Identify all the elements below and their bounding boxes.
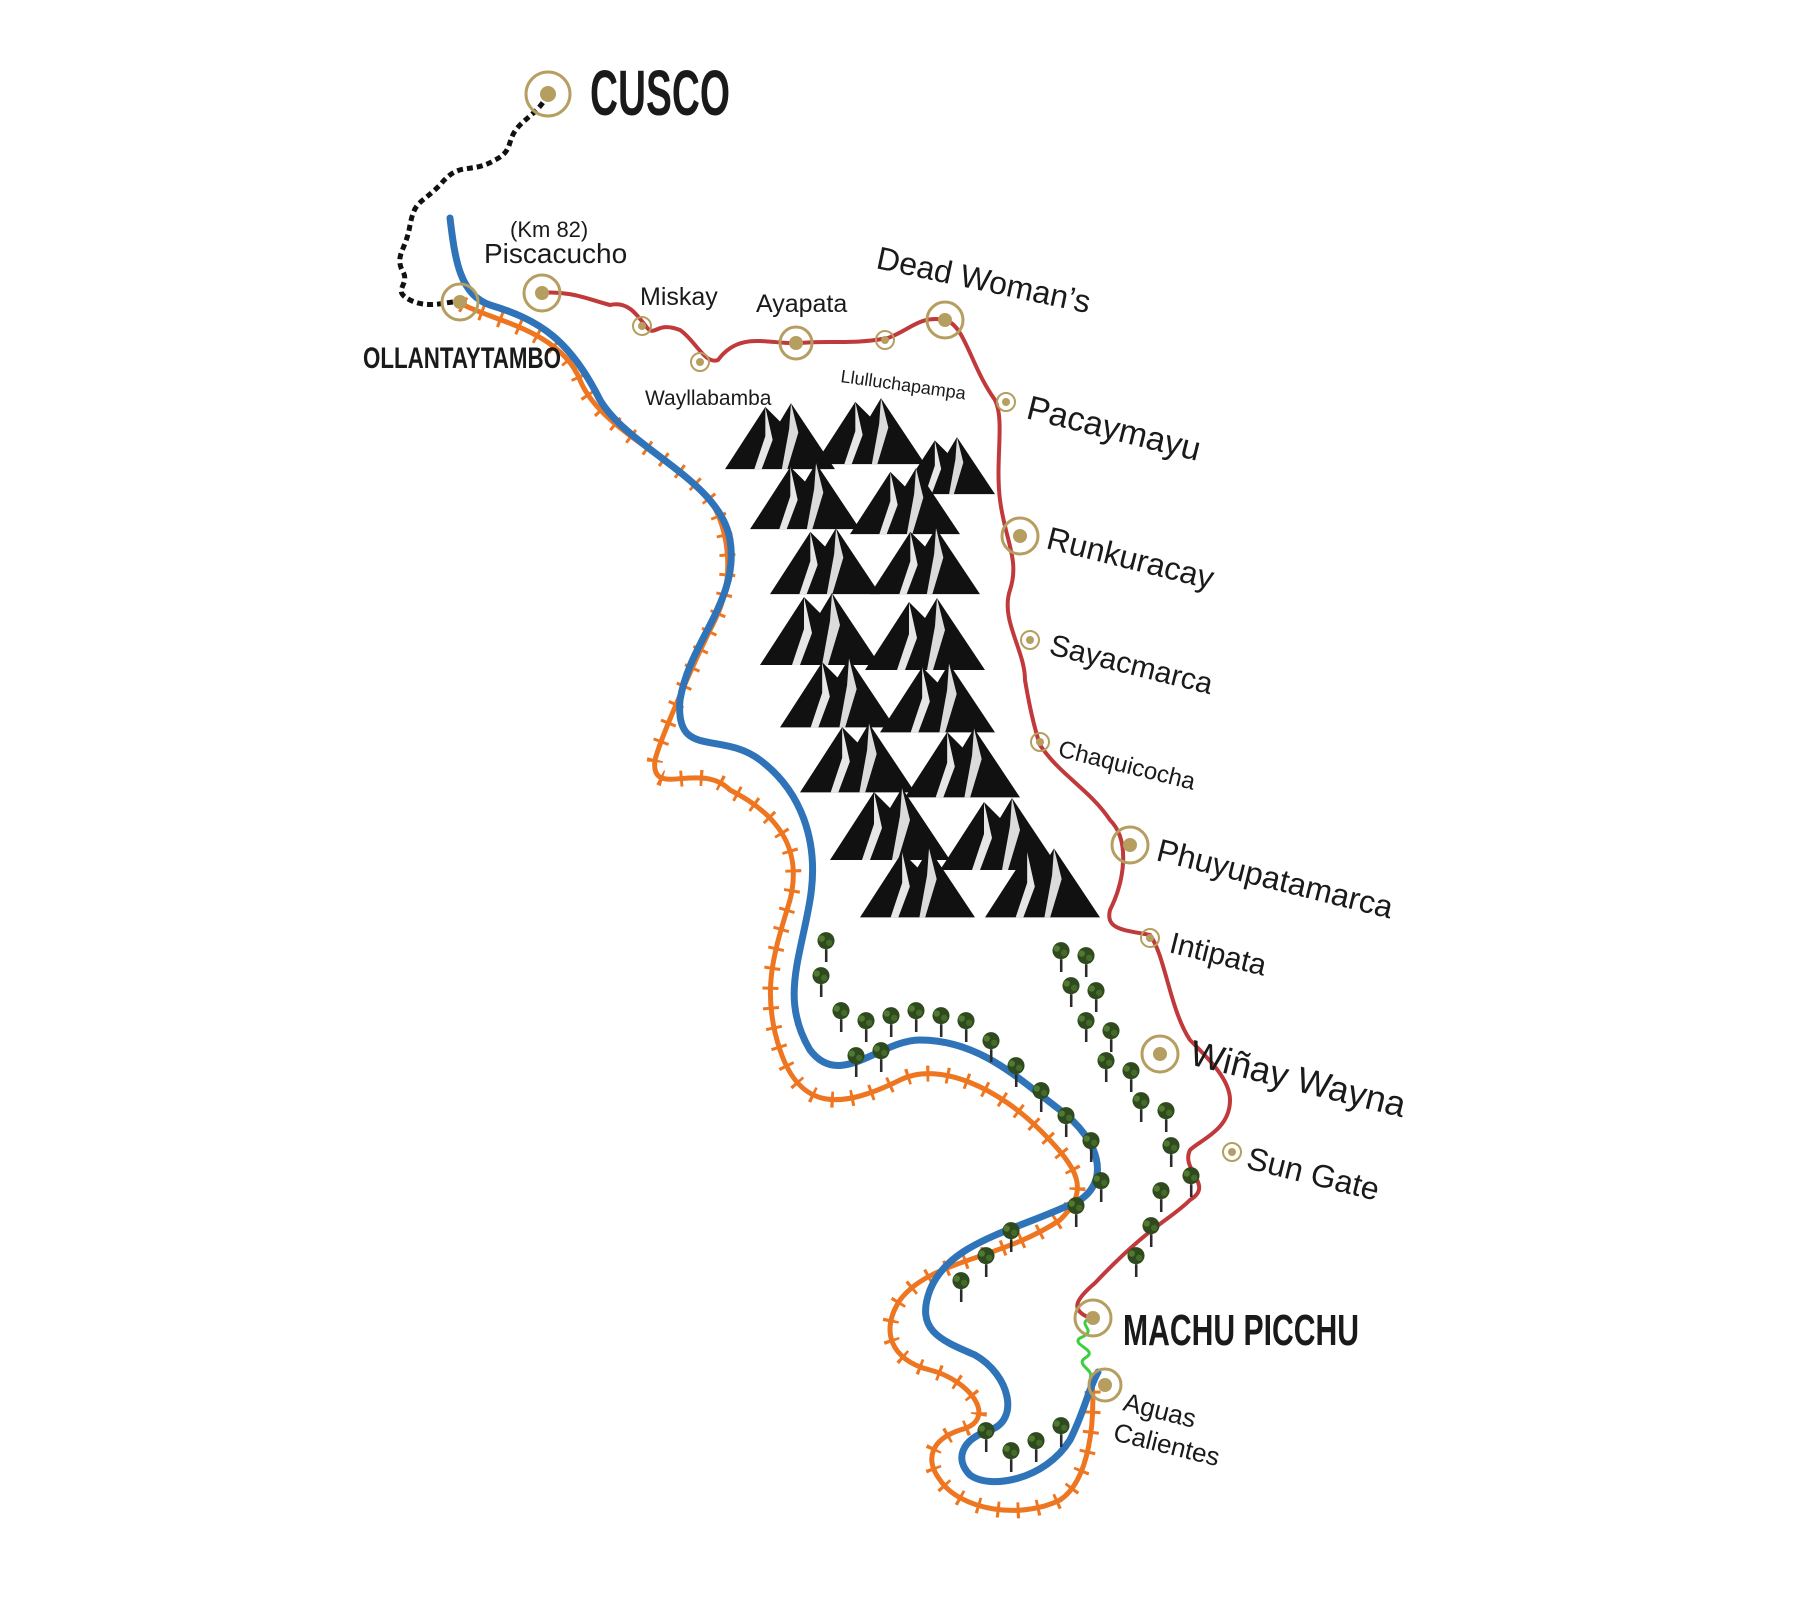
- marker-sayacmarca: [1020, 630, 1040, 650]
- marker-phuyupatamarca: [1110, 825, 1150, 865]
- label-runkuracay: Runkuracay: [1043, 520, 1217, 596]
- label-machu-picchu: MACHU PICCHU: [1123, 1306, 1359, 1355]
- marker-machu-picchu: [1073, 1298, 1113, 1338]
- label-miskay: Miskay: [640, 283, 718, 311]
- marker-pacaymayu: [996, 392, 1016, 412]
- label-phuyupatamarca: Phuyupatamarca: [1153, 832, 1397, 926]
- marker-cusco: [524, 70, 572, 118]
- bus-road: [1076, 1316, 1093, 1379]
- label-pacaymayu: Pacaymayu: [1023, 389, 1205, 469]
- label-sun-gate: Sun Gate: [1243, 1140, 1383, 1208]
- label-intipata: Intipata: [1166, 927, 1270, 983]
- road-cusco-ollantaytambo: [397, 92, 551, 307]
- marker-intipata: [1140, 928, 1160, 948]
- label-km82: (Km 82): [510, 217, 588, 242]
- label-wayllabamba: Wayllabamba: [645, 387, 772, 410]
- marker-chaquicocha: [1030, 732, 1050, 752]
- marker-ayapata: [778, 325, 814, 361]
- urubamba-river: [446, 214, 1102, 1485]
- label-piscacucho: Piscacucho: [484, 238, 627, 269]
- marker-ollantaytambo: [440, 282, 480, 322]
- inca-trail: [539, 290, 1233, 1320]
- marker-llulluchapampa: [875, 330, 895, 350]
- label-winay-wayna: Wiñay Wayna: [1186, 1032, 1411, 1125]
- marker-runkuracay: [1000, 516, 1040, 556]
- label-dead-womans: Dead Woman’s: [874, 240, 1094, 320]
- marker-wayllabamba: [690, 352, 710, 372]
- label-ayapata: Ayapata: [756, 290, 847, 318]
- mountain-range-icon: [725, 398, 1100, 918]
- marker-winay-wayna: [1140, 1034, 1180, 1074]
- label-sayacmarca: Sayacmarca: [1046, 629, 1216, 701]
- label-cusco: CUSCO: [590, 57, 730, 129]
- marker-aguas-calientes: [1087, 1367, 1123, 1403]
- label-llulluchapampa: Llulluchapampa: [839, 366, 968, 403]
- marker-sun-gate: [1222, 1142, 1242, 1162]
- marker-miskay: [632, 316, 652, 336]
- marker-piscacucho: [522, 273, 562, 313]
- marker-dead-womans: [925, 300, 965, 340]
- label-ollantaytambo: OLLANTAYTAMBO: [363, 342, 561, 375]
- railway-ties: [458, 296, 1101, 1519]
